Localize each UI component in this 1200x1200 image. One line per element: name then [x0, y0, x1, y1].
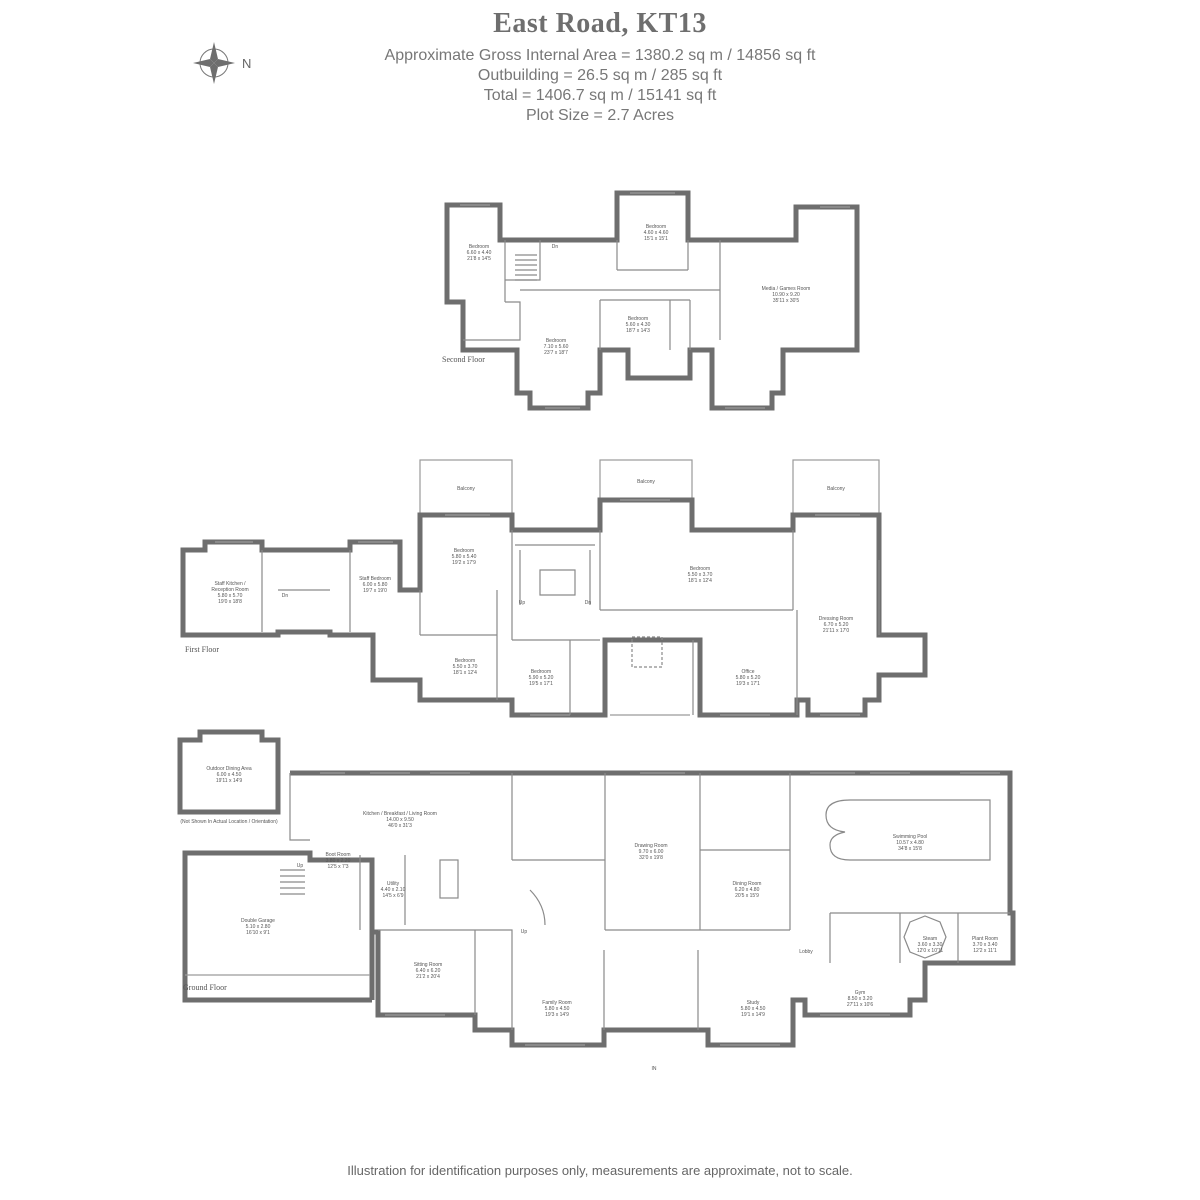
svg-text:Up: Up: [519, 600, 526, 606]
plot-size: Plot Size = 2.7 Acres: [525, 107, 675, 124]
svg-text:IN: IN: [652, 1066, 657, 1072]
outbuilding-note: (Not Shown In Actual Location / Orientat…: [180, 819, 278, 825]
first-floor-plan: Balcony Balcony Balcony Staff Kitchen /R…: [180, 459, 928, 718]
total-area: Total = 1406.7 sq m / 15141 sq ft: [483, 87, 717, 104]
ground-floor-label: Ground Floor: [183, 983, 227, 992]
disclaimer: Illustration for identification purposes…: [347, 1163, 853, 1178]
dn-label-sf: Dn: [552, 244, 559, 250]
first-floor-label: First Floor: [185, 645, 219, 654]
svg-text:Balcony: Balcony: [827, 486, 845, 492]
compass-north-label: N: [242, 56, 251, 71]
compass-rose-icon: N: [193, 42, 251, 84]
outbuilding-area: Outbuilding = 26.5 sq m / 285 sq ft: [477, 67, 723, 84]
svg-text:Up: Up: [297, 863, 304, 869]
svg-text:Lobby: Lobby: [799, 949, 813, 955]
svg-text:Dn: Dn: [282, 593, 289, 599]
svg-text:Balcony: Balcony: [637, 479, 655, 485]
gross-internal-area: Approximate Gross Internal Area = 1380.2…: [384, 47, 816, 64]
svg-text:Up: Up: [521, 929, 528, 935]
svg-text:Dn: Dn: [585, 600, 592, 606]
svg-text:Balcony: Balcony: [457, 486, 475, 492]
second-floor-label: Second Floor: [442, 355, 485, 364]
property-title: East Road, KT13: [493, 8, 707, 39]
